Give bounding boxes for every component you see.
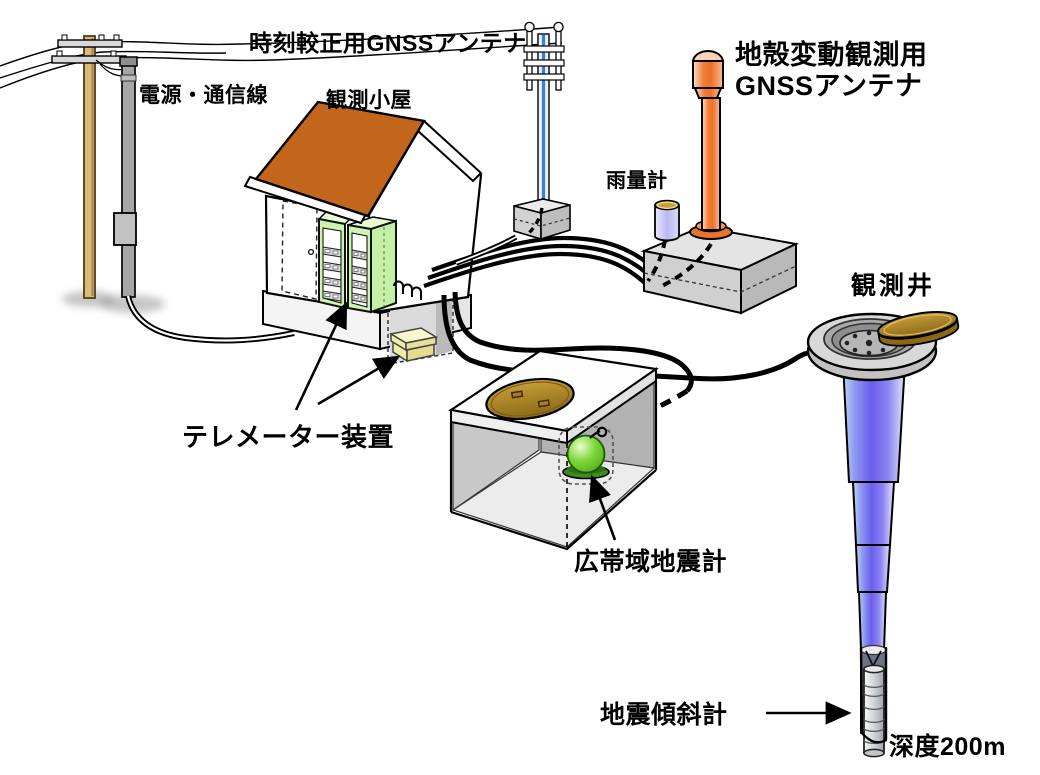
vault-manhole-cover	[485, 377, 575, 421]
hut-door	[281, 200, 318, 300]
sensor-block	[640, 225, 800, 315]
label-crustal-gnss-antenna: 地殻変動観測用 GNSSアンテナ	[735, 40, 928, 103]
label-crustal-line1: 地殻変動観測用	[735, 40, 928, 70]
well-lid	[877, 311, 960, 347]
label-observation-well: 観測井	[851, 272, 936, 300]
crustal-gnss-antenna	[689, 50, 733, 240]
broadband-seismometer	[558, 426, 614, 485]
ground-shadows	[62, 291, 165, 313]
label-power-comm-line: 電源・通信線	[139, 84, 268, 107]
utility-pole	[51, 34, 127, 299]
observation-well	[806, 311, 960, 758]
telemeter-arrow-battery	[317, 355, 401, 406]
seismometer-vault	[448, 349, 659, 551]
observation-hut	[243, 100, 483, 365]
telemeter-arrow-rack	[294, 301, 348, 411]
borehole-bottom	[859, 644, 888, 758]
label-seismic-tiltmeter: 地震傾斜計	[600, 701, 728, 729]
seismic-tiltmeter-instrument	[863, 664, 885, 758]
junction-box	[113, 212, 137, 246]
telemeter-racks	[317, 211, 397, 314]
gnss-base-block	[513, 198, 571, 241]
telemeter-battery-box	[388, 327, 439, 363]
label-observation-hut: 観測小屋	[326, 89, 412, 112]
cable-conduit	[95, 56, 138, 298]
rain-gauge	[654, 199, 680, 242]
antenna-dome-left	[524, 21, 535, 33]
label-time-gnss-antenna: 時刻較正用GNSSアンテナ	[249, 30, 527, 56]
label-depth-200m: 深度200m	[889, 733, 1006, 761]
label-broadband-seismometer: 広帯域地震計	[574, 548, 728, 576]
label-telemeter: テレメーター装置	[182, 422, 395, 452]
time-gnss-antenna	[455, 21, 571, 266]
broadband-arrow	[589, 474, 617, 541]
buried-power-cable	[125, 295, 295, 344]
leader-arrows	[294, 301, 852, 725]
label-rain-gauge: 雨量計	[606, 170, 668, 192]
label-crustal-line2: GNSSアンテナ	[735, 71, 923, 102]
wall-cable-hooks	[393, 280, 422, 300]
antenna-dome-right	[553, 21, 564, 33]
hut-roof	[243, 100, 483, 225]
